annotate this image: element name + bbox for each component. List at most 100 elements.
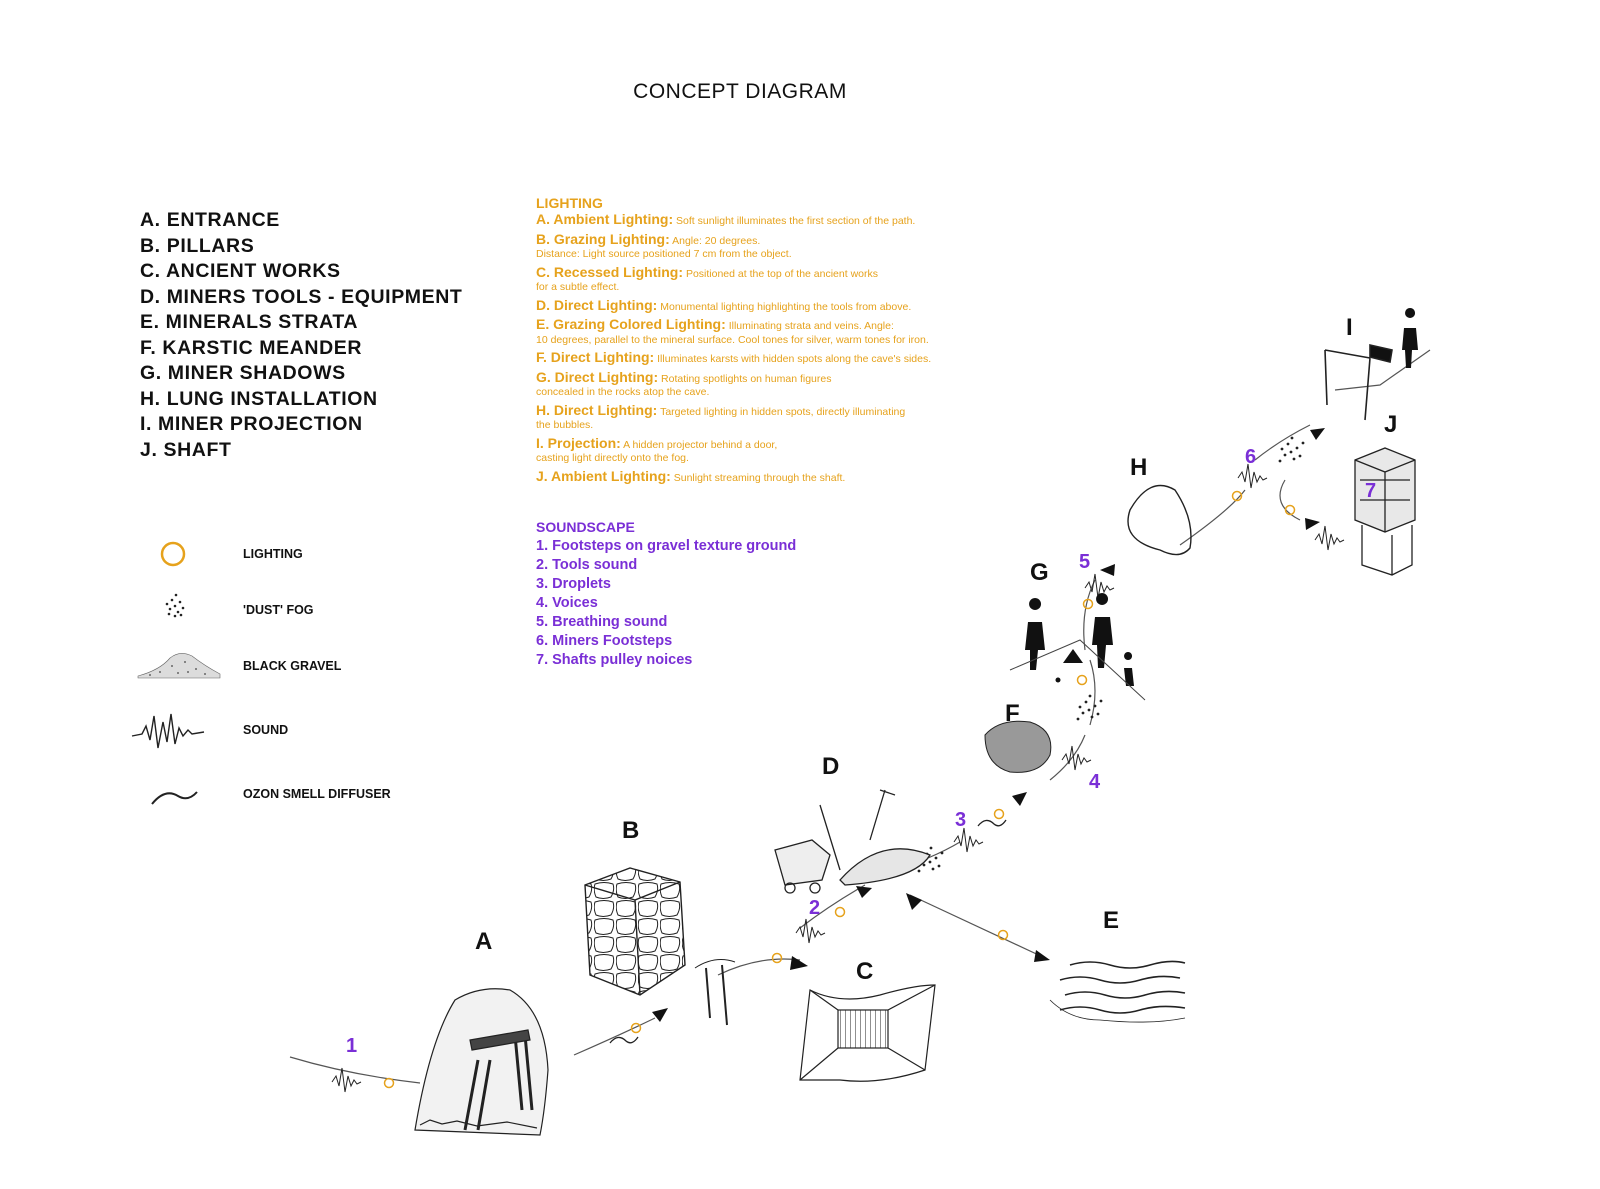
legend-item-ozon: OZON SMELL DIFFUSER <box>130 770 410 820</box>
lighting-section: LIGHTING A. Ambient Lighting: Soft sunli… <box>536 195 1016 489</box>
lighting-heading: LIGHTING <box>536 195 603 211</box>
legend-label: LIGHTING <box>243 547 303 561</box>
dust-fog-mark <box>1278 436 1305 463</box>
zone-label-a: A <box>475 928 492 955</box>
ozon-marks <box>609 819 1007 1044</box>
legend-item-dust-fog: 'DUST' FOG <box>130 586 410 636</box>
lighting-item-e: E. Grazing Colored Lighting: Illuminatin… <box>536 316 1016 347</box>
soundscape-item-1: 1. Footsteps on gravel texture ground <box>536 538 797 554</box>
lighting-marker <box>1284 504 1296 516</box>
page-title: CONCEPT DIAGRAM <box>633 80 847 103</box>
lighting-item-desc2: for a subtle effect. <box>536 281 620 293</box>
lighting-item-label: G. Direct Lighting: <box>536 368 659 385</box>
sound-wave-icon <box>131 713 205 749</box>
lighting-item-j: J. Ambient Lighting: Sunlight streaming … <box>536 469 1016 486</box>
sound-wave-mark <box>1084 573 1115 599</box>
miner-projection-sketch <box>1324 308 1418 421</box>
sound-number-2: 2 <box>809 897 820 919</box>
sound-number-4: 4 <box>1089 771 1101 793</box>
zone-label-i: I <box>1346 314 1353 341</box>
lighting-item-desc: Illuminates karsts with hidden spots alo… <box>657 353 932 365</box>
lighting-item-label: D. Direct Lighting: <box>536 296 658 313</box>
dust-fog-clusters <box>917 436 1305 873</box>
zone-label-f: F <box>1005 700 1020 727</box>
legend-item-lighting: LIGHTING <box>130 530 410 580</box>
pillar-sketch <box>584 867 686 996</box>
black-gravel-icon <box>137 653 221 679</box>
arrow-marker <box>1310 428 1325 440</box>
sound-numbers: 1 2 3 4 5 6 7 <box>346 446 1376 1057</box>
lighting-item-desc: A hidden projector behind a door, <box>623 438 778 451</box>
lighting-item-label: C. Recessed Lighting: <box>536 263 684 280</box>
arrow-marker <box>1305 518 1320 530</box>
lighting-marker <box>383 1077 395 1089</box>
zone-list-item-j: J. SHAFT <box>140 438 232 461</box>
legend-label: SOUND <box>243 723 289 737</box>
lighting-marker <box>997 929 1009 941</box>
soundscape-item-5: 5. Breathing sound <box>536 614 668 630</box>
lighting-item-d: D. Direct Lighting: Monumental lighting … <box>536 296 1016 315</box>
sound-wave-mark <box>331 1067 362 1093</box>
arrow-marker <box>1034 950 1050 962</box>
lighting-item-label: F. Direct Lighting: <box>536 349 655 365</box>
sound-number-3: 3 <box>955 809 966 831</box>
lighting-item-h: H. Direct Lighting: Targeted lighting in… <box>536 403 1016 433</box>
zone-list-item-i: I. MINER PROJECTION <box>140 413 363 435</box>
zone-list-item-h: H. LUNG INSTALLATION <box>140 387 378 410</box>
arrow-marker <box>1012 792 1027 806</box>
zone-list: A. ENTRANCE B. PILLARS C. ANCIENT WORKS … <box>140 208 462 463</box>
strata-sketch <box>1049 960 1186 1023</box>
lighting-item-desc: Illuminating strata and veins. Angle: <box>728 320 894 332</box>
lighting-marker <box>993 808 1005 820</box>
lighting-item-i: I. Projection: A hidden projector behind… <box>536 436 1016 466</box>
lighting-item-label: E. Grazing Colored Lighting: <box>536 316 726 332</box>
lighting-item-desc2: 10 degrees, parallel to the mineral surf… <box>536 333 929 346</box>
shaft-sketch <box>1354 447 1416 576</box>
sound-waves <box>331 463 1345 1093</box>
zone-list-item-b: B. PILLARS <box>140 234 255 257</box>
soundscape-item-4: 4. Voices <box>536 595 598 611</box>
direction-arrows <box>652 428 1325 1022</box>
zone-list-item-a: A. ENTRANCE <box>140 209 280 231</box>
arrow-marker <box>856 886 872 898</box>
sound-wave-mark <box>795 918 826 944</box>
ancient-works-sketch <box>799 984 936 1082</box>
lighting-item-desc: Rotating spotlights on human figures <box>661 372 832 385</box>
zone-label-d: D <box>822 753 839 780</box>
lighting-marker <box>1076 674 1088 686</box>
lighting-markers <box>383 490 1296 1089</box>
arrow-marker <box>1063 649 1083 663</box>
arrow-marker <box>790 956 808 970</box>
zone-label-g: G <box>1030 559 1049 586</box>
zone-label-h: H <box>1130 454 1147 481</box>
lighting-marker <box>1082 598 1094 610</box>
arrow-marker <box>906 893 922 910</box>
lighting-item-desc2: Distance: Light source positioned 7 cm f… <box>536 248 792 260</box>
sound-number-1: 1 <box>346 1035 357 1057</box>
lighting-marker <box>1231 490 1243 502</box>
sound-wave-mark <box>953 827 984 853</box>
lighting-item-label: A. Ambient Lighting: <box>536 211 674 227</box>
soundscape-item-7: 7. Shafts pulley noices <box>536 652 693 668</box>
lighting-item-label: B. Grazing Lighting: <box>536 230 670 247</box>
lighting-item-a: A. Ambient Lighting: Soft sunlight illum… <box>536 211 1016 229</box>
lighting-marker <box>771 952 783 964</box>
miner-shadows-sketch <box>1009 593 1146 701</box>
sound-number-6: 6 <box>1245 446 1256 468</box>
zone-label-e: E <box>1103 907 1119 934</box>
lung-installation-sketch <box>1127 484 1192 556</box>
zone-list-item-c: C. ANCIENT WORKS <box>140 260 341 282</box>
lighting-item-g: G. Direct Lighting: Rotating spotlights … <box>536 368 1016 400</box>
lighting-item-desc: Targeted lighting in hidden spots, direc… <box>660 405 906 418</box>
lighting-item-desc: Monumental lighting highlighting the too… <box>660 300 912 313</box>
lighting-item-desc: Soft sunlight illuminates the first sect… <box>676 215 916 227</box>
zone-list-item-e: E. MINERALS STRATA <box>140 311 359 333</box>
zone-label-j: J <box>1384 411 1397 438</box>
lighting-marker <box>630 1022 642 1034</box>
legend-label: 'DUST' FOG <box>243 603 314 617</box>
sound-wave-mark <box>1061 745 1092 771</box>
zone-list-item-g: G. MINER SHADOWS <box>140 362 346 384</box>
entrance-sketch <box>414 988 549 1136</box>
lighting-item-b: B. Grazing Lighting: Angle: 20 degrees.D… <box>536 230 1016 262</box>
zone-label-c: C <box>856 958 873 985</box>
